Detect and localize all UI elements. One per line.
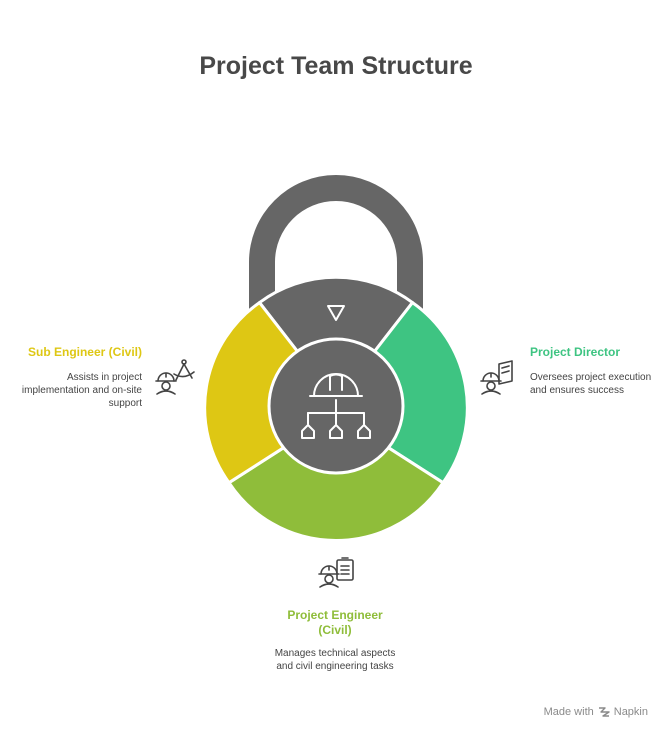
role-description-sub-engineer: Assists in project implementation and on…	[21, 372, 142, 409]
role-description-project-director: Oversees project execution and ensures s…	[530, 372, 652, 396]
footer-brand: Napkin	[613, 706, 648, 718]
footer-credit[interactable]: Made with Napkin	[544, 706, 648, 718]
hardhat-hierarchy-icon	[301, 373, 371, 439]
role-description-project-engineer: Manages technical aspects and civil engi…	[274, 648, 396, 672]
engineer-with-clipboard-icon	[318, 557, 354, 588]
napkin-logo-icon	[598, 707, 610, 717]
role-label-project-director: Project Director	[530, 345, 621, 359]
page-title: Project Team Structure	[199, 52, 473, 80]
footer-text: Made with	[543, 706, 594, 718]
role-label-sub-engineer: Sub Engineer (Civil)	[27, 345, 142, 359]
engineer-with-compass-icon	[155, 359, 195, 395]
triangle-down-icon	[327, 305, 345, 321]
padlock-shackle	[249, 175, 423, 310]
role-label-project-engineer: Project Engineer (Civil)	[287, 608, 383, 637]
engineer-with-blueprint-icon	[480, 360, 513, 395]
